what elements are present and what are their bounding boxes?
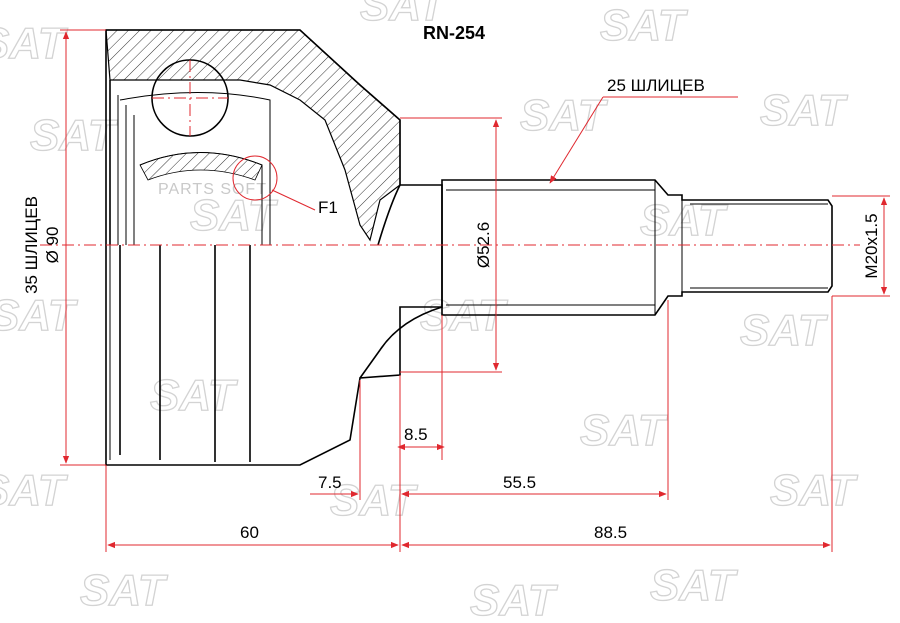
cage-top bbox=[119, 92, 271, 245]
watermark-sat: SAT bbox=[600, 1, 688, 50]
watermark-sat: SAT bbox=[650, 561, 738, 610]
label-detail-f1: F1 bbox=[318, 198, 338, 217]
dimension-lines bbox=[60, 29, 890, 552]
dim-label-60: 60 bbox=[240, 523, 259, 542]
watermark-sat: SAT bbox=[360, 0, 448, 30]
dim-label-7-5: 7.5 bbox=[318, 473, 342, 492]
watermark-sat: SAT bbox=[760, 86, 848, 135]
leader-25-splines bbox=[549, 96, 604, 184]
watermark-sat: SAT bbox=[30, 111, 118, 160]
watermark-sat: SAT bbox=[190, 191, 278, 240]
watermark-sat: SAT bbox=[330, 476, 418, 525]
detail-leader-f1 bbox=[271, 189, 316, 211]
watermark-sat: SAT bbox=[80, 566, 168, 615]
label-inner-splines: 25 ШЛИЦЕВ bbox=[607, 76, 705, 95]
part-number: RN-254 bbox=[423, 23, 485, 43]
cv-joint-outline bbox=[105, 29, 833, 466]
watermark-sat: SAT bbox=[0, 466, 68, 515]
watermark-sat: SAT bbox=[150, 371, 238, 420]
label-shaft-diameter: Ø52.6 bbox=[474, 222, 493, 268]
dim-label-8-5: 8.5 bbox=[404, 425, 428, 444]
watermark-sat: SAT bbox=[0, 19, 68, 68]
watermark-sat: SAT bbox=[740, 306, 828, 355]
watermark-sat: SAT bbox=[520, 91, 608, 140]
hatched-section bbox=[105, 29, 401, 242]
inner-rings bbox=[117, 95, 135, 245]
splined-shaft bbox=[441, 179, 833, 316]
watermark-layer: SAT SAT SAT SAT SAT SAT SAT SAT SAT SAT … bbox=[0, 0, 859, 623]
race-hatch bbox=[139, 152, 263, 181]
label-outer-diameter: Ø 90 bbox=[43, 227, 62, 264]
dim-label-55-5: 55.5 bbox=[503, 473, 536, 492]
neck-lower bbox=[359, 306, 443, 379]
watermark-sat: SAT bbox=[770, 466, 858, 515]
label-outer-splines: 35 ШЛИЦЕВ bbox=[22, 196, 41, 294]
dim-label-88-5: 88.5 bbox=[594, 523, 627, 542]
watermark-sat: SAT bbox=[640, 196, 728, 245]
neck-upper bbox=[377, 184, 401, 246]
housing-lower-lines bbox=[119, 245, 251, 462]
watermark-partssoft: PARTS SOFT bbox=[158, 181, 267, 198]
watermark-sat: SAT bbox=[580, 406, 668, 455]
label-thread: M20x1.5 bbox=[862, 213, 881, 278]
watermark-sat: SAT bbox=[470, 576, 558, 623]
detail-circle-f1 bbox=[232, 155, 278, 201]
